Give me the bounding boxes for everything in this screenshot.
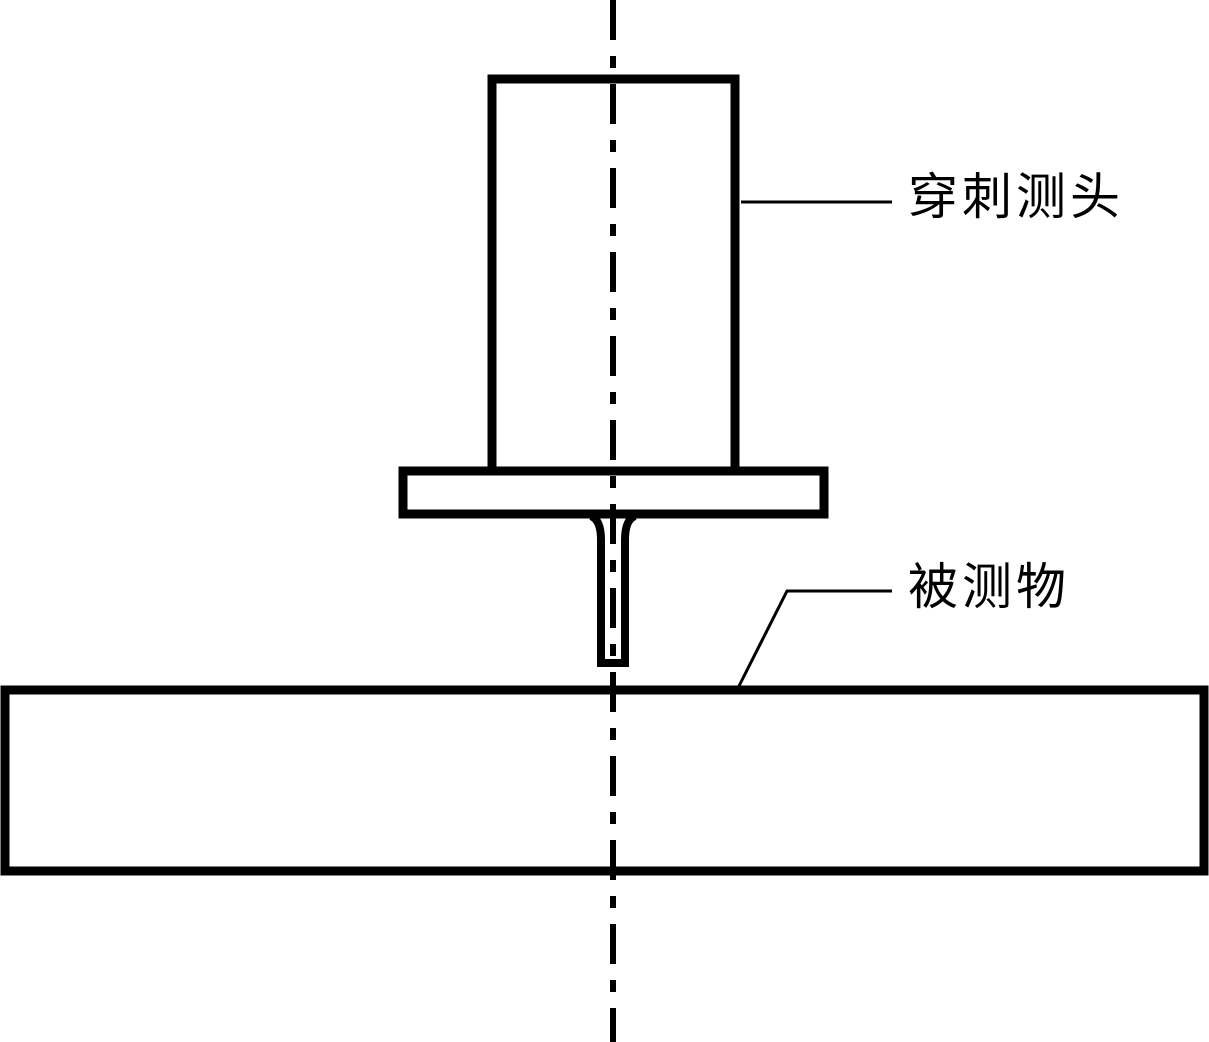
probe-needle xyxy=(589,512,637,667)
object-leader-line xyxy=(736,589,892,689)
measured-object-plate xyxy=(0,685,1209,876)
measured-object-label: 被测物 xyxy=(908,558,1070,616)
probe-label: 穿刺测头 xyxy=(908,168,1124,226)
